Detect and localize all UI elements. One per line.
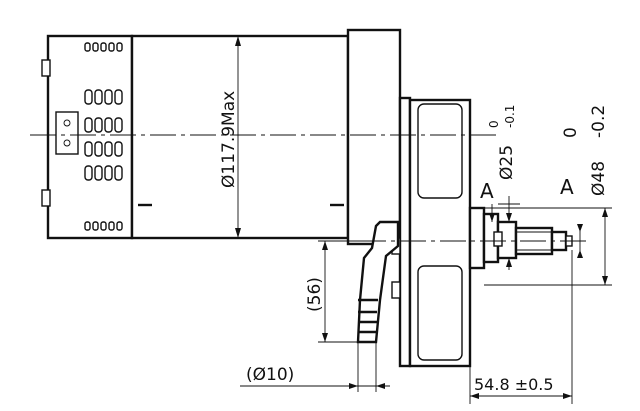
label-offset-height: (56)	[305, 277, 325, 312]
label-shaft-tol-upper: 0	[487, 120, 501, 128]
label-shaft-diameter: Ø25	[497, 145, 517, 180]
label-flange-tol-lower: -0.2	[589, 105, 609, 138]
terminal-screw-top	[63, 119, 71, 127]
end-cap-tab-bottom	[41, 189, 51, 207]
terminal-block	[55, 111, 79, 155]
dim-offset-height	[318, 240, 365, 343]
label-shaft-length: 54.8 ±0.5	[474, 375, 554, 394]
manual-release-lever	[356, 220, 400, 344]
label-flange-tol-upper: 0	[561, 127, 581, 138]
label-handle-diameter: (Ø10)	[246, 365, 294, 385]
gearbox-housing	[408, 98, 472, 368]
motor-cylinder	[130, 34, 350, 240]
dim-shaft-length	[469, 250, 573, 404]
section-mark-right: A	[560, 175, 574, 199]
gearbox	[391, 96, 500, 368]
motor-body	[41, 28, 402, 246]
label-flange-diameter: Ø48	[589, 161, 609, 196]
label-shaft-tol-lower: -0.1	[503, 105, 517, 128]
front-ring	[346, 28, 402, 246]
terminal-screw-bottom	[63, 139, 71, 147]
dim-shaft-diameter	[498, 196, 520, 270]
section-mark-left-group	[489, 204, 495, 222]
dim-body-diameter	[235, 36, 241, 238]
label-body-diameter: Ø117.9Max	[219, 91, 239, 188]
dim-flange-diameter	[470, 207, 612, 286]
gearbox-boss	[468, 206, 486, 270]
end-cap-tab-top	[41, 59, 51, 77]
section-mark-left: A	[480, 179, 494, 203]
dim-handle-diameter	[240, 342, 390, 392]
output-shaft	[493, 220, 573, 260]
vent-slots	[84, 42, 123, 231]
